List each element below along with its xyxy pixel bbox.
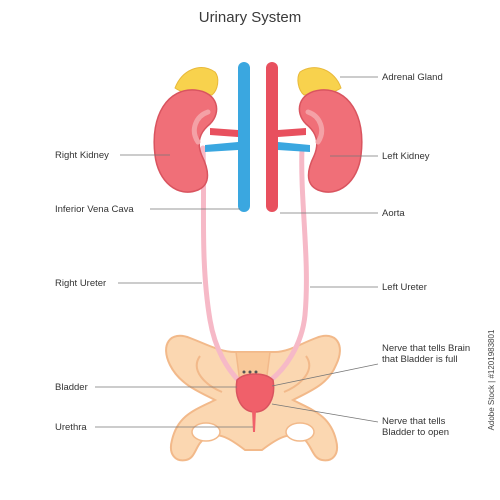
right-kidney bbox=[153, 89, 218, 193]
label-left-kidney: Left Kidney bbox=[382, 151, 430, 162]
label-right-kidney: Right Kidney bbox=[55, 150, 109, 161]
right-ureter bbox=[200, 145, 243, 385]
diagram-title: Urinary System bbox=[198, 9, 302, 26]
label-bladder: Bladder bbox=[55, 382, 88, 393]
left-kidney bbox=[298, 89, 363, 193]
label-aorta: Aorta bbox=[382, 208, 405, 219]
label-right-ureter: Right Ureter bbox=[55, 278, 107, 289]
label-adrenal-gland: Adrenal Gland bbox=[382, 72, 443, 83]
bladder bbox=[235, 373, 275, 432]
stock-id-watermark: Adobe Stock | #1201983801 bbox=[487, 329, 496, 431]
left-ureter bbox=[265, 145, 309, 385]
label-left-ureter: Left Ureter bbox=[382, 282, 427, 293]
aorta bbox=[266, 62, 278, 212]
label-nerve-bladder-open: Nerve that tells Bladder to open bbox=[382, 416, 450, 438]
adrenal-glands bbox=[174, 67, 342, 96]
label-urethra: Urethra bbox=[55, 422, 87, 433]
urethra bbox=[252, 410, 256, 432]
label-inferior-vena-cava: Inferior Vena Cava bbox=[55, 204, 134, 215]
inferior-vena-cava bbox=[238, 62, 250, 212]
leader-lines bbox=[95, 76, 379, 428]
blood-vessels bbox=[205, 62, 310, 212]
ureters bbox=[200, 145, 309, 385]
label-nerve-bladder-full: Nerve that tells Brain that Bladder is f… bbox=[382, 343, 471, 365]
